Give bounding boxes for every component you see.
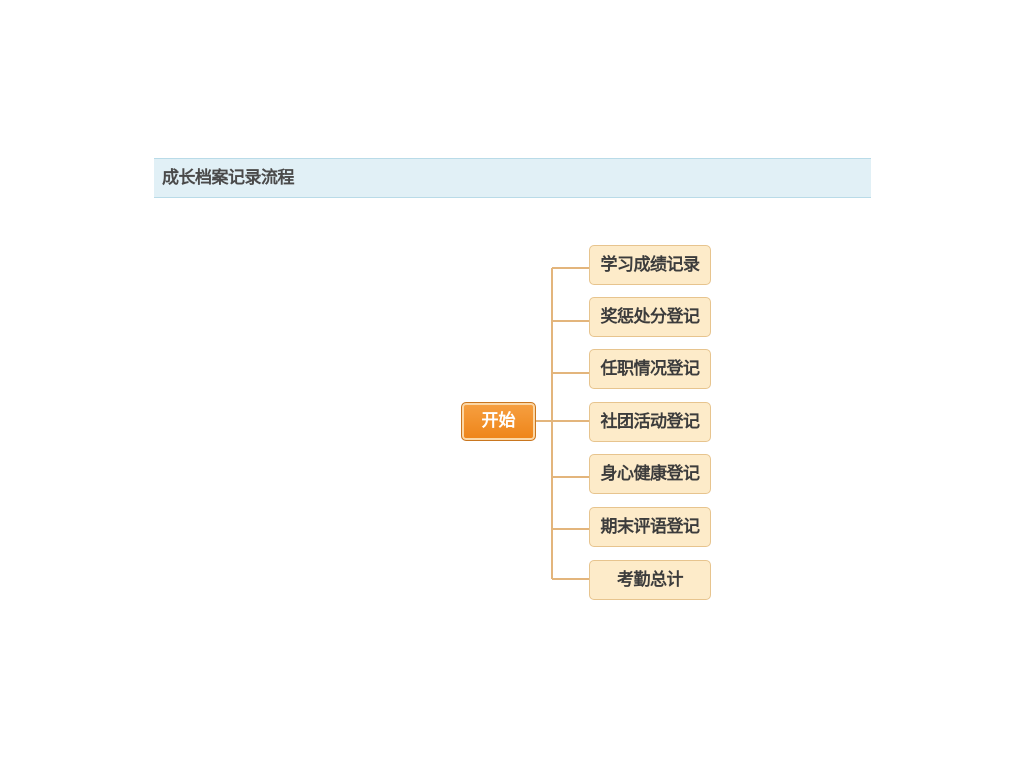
panel-header: 成长档案记录流程 [154, 158, 871, 198]
step-term-comments[interactable]: 期末评语登记 [589, 507, 711, 547]
step-attendance-total[interactable]: 考勤总计 [589, 560, 711, 600]
step-study-grades[interactable]: 学习成绩记录 [589, 245, 711, 285]
panel-title: 成长档案记录流程 [162, 168, 295, 188]
step-club-activities[interactable]: 社团活动登记 [589, 402, 711, 442]
start-node[interactable]: 开始 [461, 402, 536, 441]
step-health[interactable]: 身心健康登记 [589, 454, 711, 494]
step-rewards-punishments[interactable]: 奖惩处分登记 [589, 297, 711, 337]
step-positions[interactable]: 任职情况登记 [589, 349, 711, 389]
